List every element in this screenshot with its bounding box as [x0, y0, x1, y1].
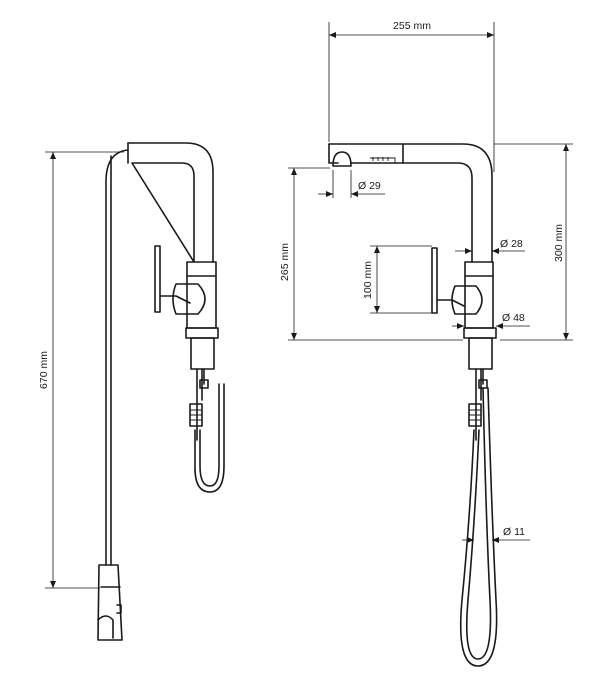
side-base	[185, 327, 219, 339]
front-cartridge	[451, 285, 483, 315]
front-spout-head	[328, 143, 493, 263]
dim-body-diameter: Ø 28	[500, 238, 523, 250]
dim-lever-height: 100 mm	[362, 261, 374, 299]
front-view: 255 mm Ø 29 265 mm 100 mm Ø 28 300 mm Ø …	[279, 20, 573, 667]
dim-reach: 255 mm	[393, 20, 431, 32]
front-body	[464, 261, 494, 329]
side-spray-head	[97, 564, 123, 641]
dim-total-height: 670 mm	[38, 351, 50, 389]
dim-total-spout-height: 300 mm	[553, 224, 565, 262]
side-body	[186, 261, 217, 329]
dim-hose-diameter: Ø 11	[503, 526, 525, 538]
dim-height-to-outlet: 265 mm	[279, 243, 291, 281]
side-pullout-hose	[105, 149, 129, 566]
side-view: 670 mm	[38, 142, 225, 641]
front-lever	[431, 247, 438, 314]
dim-base-diameter: Ø 48	[502, 312, 525, 324]
front-outlet	[332, 151, 352, 167]
side-hose-loop	[194, 383, 225, 493]
side-lever	[154, 245, 161, 313]
side-spout-tube	[127, 142, 214, 263]
dim-outlet-diameter: Ø 29	[358, 180, 381, 192]
front-hose-loop	[459, 387, 498, 667]
side-cartridge	[172, 283, 206, 315]
front-base	[463, 327, 497, 339]
